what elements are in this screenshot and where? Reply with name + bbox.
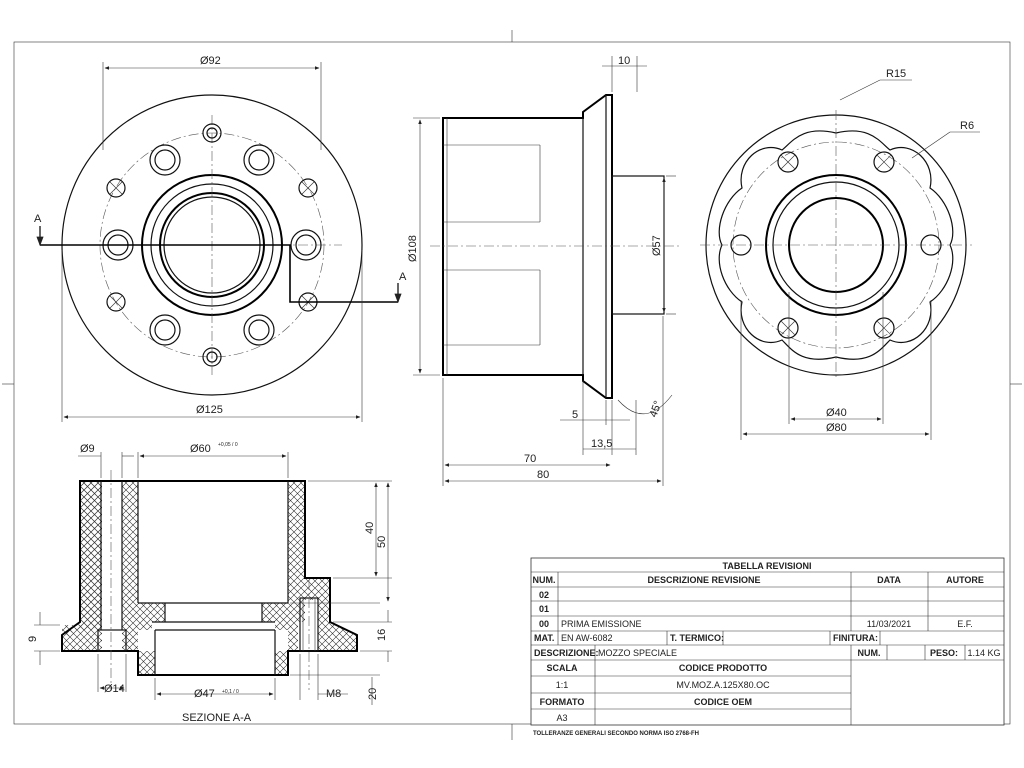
tb-desc-value: MOZZO SPECIALE bbox=[598, 648, 677, 658]
section-view: Ø9 Ø60 +0,05 / 0 40 50 16 9 Ø14 bbox=[27, 442, 392, 724]
dim-r15: R15 bbox=[886, 68, 906, 80]
tb-col-num: NUM. bbox=[533, 575, 556, 585]
tb-rev-num: 00 bbox=[539, 619, 549, 629]
dim-dia-125: Ø125 bbox=[196, 404, 223, 416]
tb-scala-value: 1:1 bbox=[556, 680, 569, 690]
tb-rev-desc: PRIMA EMISSIONE bbox=[561, 619, 642, 629]
dim-9: 9 bbox=[27, 636, 39, 642]
tb-header: TABELLA REVISIONI bbox=[722, 561, 811, 571]
tb-rev-num: 01 bbox=[539, 604, 549, 614]
front-view: A A Ø92 Ø125 bbox=[34, 55, 407, 422]
tb-formato-value: A3 bbox=[556, 713, 567, 723]
dim-dia-60: Ø60 bbox=[190, 443, 211, 455]
dim-20: 20 bbox=[367, 688, 379, 700]
dim-m8: M8 bbox=[326, 688, 341, 700]
section-mark-right: A bbox=[399, 271, 407, 283]
tb-finitura-label: FINITURA: bbox=[833, 633, 878, 643]
dim-dia-108: Ø108 bbox=[407, 235, 419, 262]
tb-peso-value: 1.14 KG bbox=[967, 648, 1000, 658]
dim-angle-45: 45° bbox=[648, 399, 665, 419]
tb-rev-author: E.F. bbox=[957, 619, 973, 629]
dim-dia-47-tol: +0,1 / 0 bbox=[222, 689, 239, 695]
dim-dia-14: Ø14 bbox=[104, 683, 125, 695]
dim-dia-40: Ø40 bbox=[826, 407, 847, 419]
tb-formato-label: FORMATO bbox=[540, 697, 585, 707]
tb-codice-prodotto-value: MV.MOZ.A.125X80.OC bbox=[676, 680, 770, 690]
dim-dia-47: Ø47 bbox=[194, 688, 215, 700]
tb-col-desc: DESCRIZIONE REVISIONE bbox=[647, 575, 760, 585]
tb-desc-label: DESCRIZIONE: bbox=[534, 648, 599, 658]
tb-rev-num: 02 bbox=[539, 590, 549, 600]
dim-70: 70 bbox=[524, 453, 536, 465]
dim-13-5: 13,5 bbox=[591, 438, 612, 450]
dim-40: 40 bbox=[364, 522, 376, 534]
dim-dia-80: Ø80 bbox=[826, 422, 847, 434]
dim-80: 80 bbox=[537, 469, 549, 481]
dim-dia-60-tol: +0,05 / 0 bbox=[218, 442, 238, 448]
dim-50: 50 bbox=[376, 536, 388, 548]
dim-r6: R6 bbox=[960, 120, 974, 132]
tb-codice-prodotto-label: CODICE PRODOTTO bbox=[679, 663, 767, 673]
rear-holes bbox=[730, 151, 942, 339]
dim-dia-92: Ø92 bbox=[200, 55, 221, 67]
dim-dia-57: Ø57 bbox=[651, 235, 663, 256]
tb-scala-label: SCALA bbox=[547, 663, 578, 673]
title-block: TABELLA REVISIONI NUM. DESCRIZIONE REVIS… bbox=[530, 557, 1005, 737]
tb-mat-value: EN AW-6082 bbox=[561, 633, 613, 643]
tb-rev-date: 11/03/2021 bbox=[867, 619, 911, 629]
tb-codice-oem-label: CODICE OEM bbox=[694, 697, 752, 707]
tb-col-date: DATA bbox=[877, 575, 901, 585]
tb-num-label: NUM. bbox=[858, 648, 881, 658]
tb-peso-label: PESO: bbox=[930, 648, 958, 658]
side-view: 10 Ø108 Ø57 5 13,5 70 80 45° bbox=[407, 55, 680, 486]
section-label: SEZIONE A-A bbox=[182, 712, 252, 724]
dim-5: 5 bbox=[572, 409, 578, 421]
section-mark-left: A bbox=[34, 213, 42, 225]
tolerance-note: TOLLERANZE GENERALI SECONDO NORMA ISO 27… bbox=[533, 731, 699, 737]
rear-view: R15 R6 Ø40 Ø80 bbox=[700, 68, 980, 440]
dim-dia-9: Ø9 bbox=[80, 443, 95, 455]
dim-16: 16 bbox=[376, 629, 388, 641]
tb-mat-label: MAT. bbox=[534, 633, 554, 643]
dim-10: 10 bbox=[618, 55, 630, 67]
tb-trattamento-label: T. TERMICO: bbox=[670, 633, 724, 643]
tb-col-author: AUTORE bbox=[946, 575, 984, 585]
